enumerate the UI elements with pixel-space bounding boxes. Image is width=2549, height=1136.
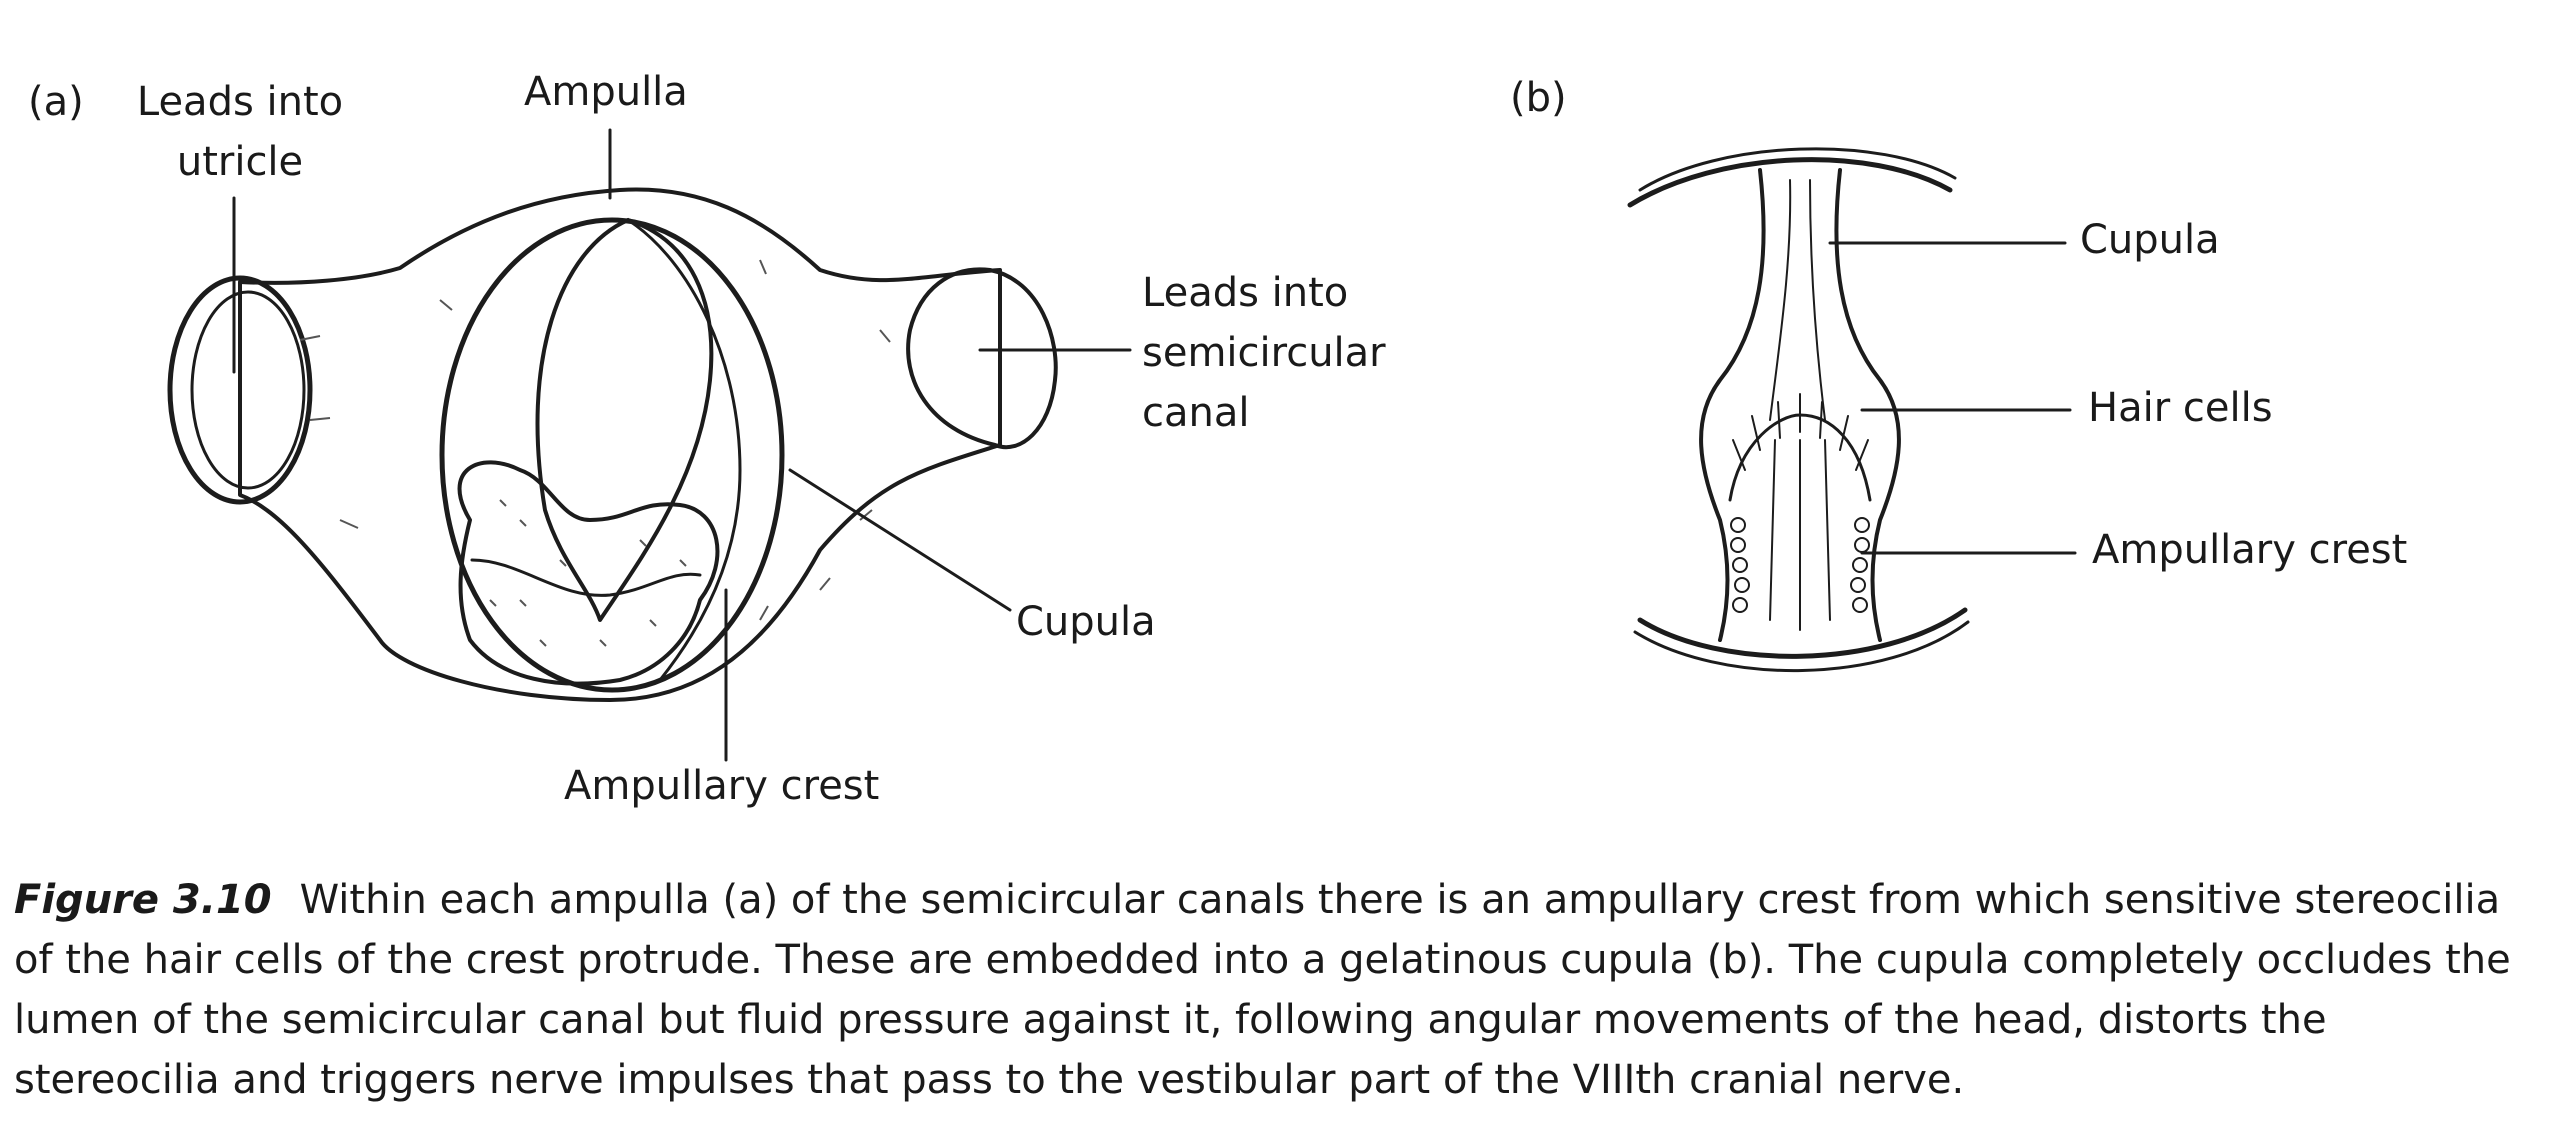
label-ampulla: Ampulla xyxy=(524,69,688,115)
panel-a-tag: (a) xyxy=(28,79,84,125)
label-leads-into-canal-line1: Leads into xyxy=(1142,270,1349,316)
ampulla-tube-outline xyxy=(238,187,1002,702)
label-cupula-a: Cupula xyxy=(1016,599,1156,645)
panel-b-tag: (b) xyxy=(1510,75,1567,121)
caption-figure-id: Figure 3.10 xyxy=(14,877,272,923)
ampulla-figure: (a) Leads into utricle Ampulla Leads int… xyxy=(28,69,2408,809)
canal-wall-top xyxy=(1627,157,1953,208)
ampulla-illustration xyxy=(167,128,2077,762)
ampulla-sphere xyxy=(439,217,785,693)
label-leads-into-utricle-line2: utricle xyxy=(176,139,304,185)
label-ampullary-crest-b: Ampullary crest xyxy=(2092,527,2408,573)
label-leads-into-utricle: Leads into utricle xyxy=(130,72,350,192)
label-leads-into-canal-line2: semicircular xyxy=(1142,330,1386,376)
canal-opening xyxy=(906,267,1058,450)
canal-wall-bottom xyxy=(1637,607,1968,659)
label-ampullary-crest-a: Ampullary crest xyxy=(564,763,880,809)
ampullary-crest-shape xyxy=(457,460,720,686)
label-hair-cells: Hair cells xyxy=(2088,385,2273,431)
caption-text: Within each ampulla (a) of the semicircu… xyxy=(14,877,2511,1103)
label-leads-into-canal-line3: canal xyxy=(1142,390,1250,436)
label-leads-into-utricle-line1: Leads into xyxy=(136,79,344,125)
leader-cupula-a xyxy=(788,468,1012,612)
cupula-b xyxy=(1699,168,1901,642)
label-leads-into-canal: Leads into semicircular canal xyxy=(1142,263,1386,443)
label-cupula-b: Cupula xyxy=(2080,217,2220,263)
utricle-opening xyxy=(167,275,313,505)
